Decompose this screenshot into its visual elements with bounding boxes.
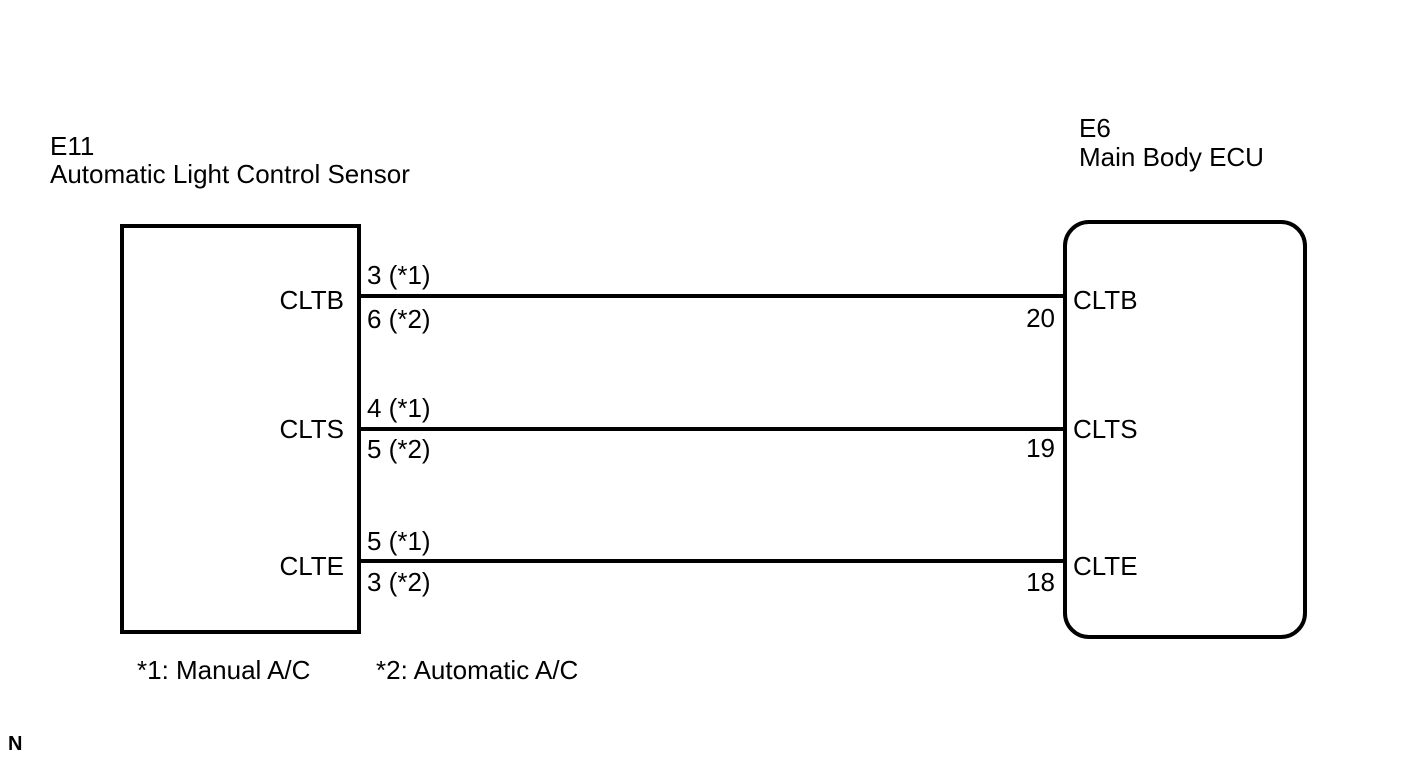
right-component-name: Main Body ECU <box>1079 142 1264 172</box>
footnote-automatic-ac: *2: Automatic A/C <box>376 655 579 685</box>
ecu-pin-cltb: 20 <box>1026 303 1055 333</box>
sensor-terminal-cltb: CLTB <box>279 285 344 315</box>
ecu-box <box>1063 220 1307 639</box>
wire-clts-pin-manual: 4 (*1) <box>367 393 431 423</box>
wire-cltb-pin-auto: 6 (*2) <box>367 304 431 334</box>
wire-cltb <box>359 294 1065 298</box>
wire-clte-pin-manual: 5 (*1) <box>367 526 431 556</box>
ecu-terminal-clte: CLTE <box>1073 551 1138 581</box>
ecu-terminal-cltb: CLTB <box>1073 285 1138 315</box>
ecu-terminal-clts: CLTS <box>1073 414 1138 444</box>
ecu-pin-clts: 19 <box>1026 433 1055 463</box>
right-component-code: E6 <box>1079 113 1111 143</box>
wire-clte <box>359 559 1065 563</box>
footnote-manual-ac: *1: Manual A/C <box>137 655 311 685</box>
ecu-pin-clte: 18 <box>1026 567 1055 597</box>
wire-clts <box>359 427 1065 431</box>
sensor-terminal-clte: CLTE <box>279 551 344 581</box>
sensor-terminal-clts: CLTS <box>279 414 344 444</box>
wire-clts-pin-auto: 5 (*2) <box>367 434 431 464</box>
corner-mark: N <box>8 733 23 755</box>
left-component-code: E11 <box>50 131 95 161</box>
left-component-name: Automatic Light Control Sensor <box>50 159 410 189</box>
wire-clte-pin-auto: 3 (*2) <box>367 567 431 597</box>
wire-cltb-pin-manual: 3 (*1) <box>367 260 431 290</box>
